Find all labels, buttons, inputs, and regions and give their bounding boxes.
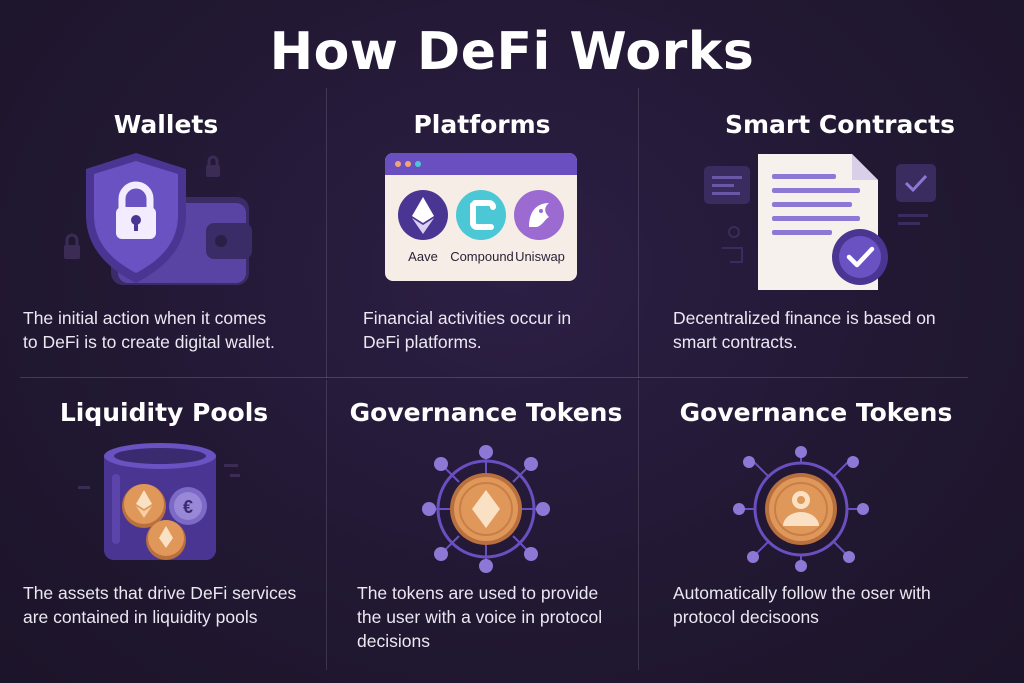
platform-label-uniswap: Uniswap <box>515 249 565 264</box>
browser-window-icon: Aave Compound Uniswap <box>385 153 579 287</box>
contract-document-icon <box>700 152 960 296</box>
shield-lock-wallet-icon <box>56 145 276 299</box>
description-line: decisions <box>357 631 430 651</box>
card-description: Automatically follow the oser with proto… <box>673 581 983 629</box>
column-divider <box>326 88 327 378</box>
description-line: The assets that drive DeFi services <box>23 583 297 603</box>
card-description: Financial activities occur in DeFi platf… <box>363 306 663 354</box>
card-description: The tokens are used to provide the user … <box>357 581 657 653</box>
description-line: The tokens are used to provide <box>357 583 599 603</box>
platform-label-compound: Compound <box>450 249 514 264</box>
column-divider <box>638 380 639 670</box>
description-line: are contained in liquidity pools <box>23 607 258 627</box>
card-heading: Liquidity Pools <box>59 398 269 427</box>
row-divider <box>20 377 968 378</box>
card-heading: Governance Tokens <box>679 398 953 427</box>
token-network-icon <box>421 444 551 578</box>
description-line: The initial action when it comes <box>23 308 267 328</box>
description-line: to DeFi is to create digital wallet. <box>23 332 275 352</box>
card-liquidity-pools: Liquidity Pools € The assets that drive … <box>4 0 324 683</box>
card-heading: Governance Tokens <box>349 398 623 427</box>
user-token-network-icon <box>731 444 871 578</box>
description-line: Automatically follow the oser with <box>673 583 931 603</box>
description-line: the user with a voice in protocol <box>357 607 603 627</box>
card-heading: Wallets <box>113 110 219 139</box>
description-line: protocol decisoons <box>673 607 819 627</box>
card-smart-contracts: Smart Contracts <box>673 0 1000 380</box>
card-governance-tokens: Governance Tokens The tokens are used to… <box>326 0 646 683</box>
column-divider <box>638 88 639 378</box>
card-description: The assets that drive DeFi services are … <box>23 581 323 629</box>
description-line: DeFi platforms. <box>363 332 482 352</box>
card-platforms: Platforms Aave Compound Uniswap Financia… <box>322 0 642 380</box>
description-line: smart contracts. <box>673 332 798 352</box>
card-wallets: Wallets The initial action wh <box>6 0 326 380</box>
platform-label-aave: Aave <box>408 249 438 264</box>
description-line: Decentralized finance is based on <box>673 308 936 328</box>
coin-jar-icon: € <box>74 434 254 578</box>
card-description: The initial action when it comes to DeFi… <box>23 306 323 354</box>
card-heading: Platforms <box>413 110 551 139</box>
page-title: How DeFi Works <box>269 22 755 82</box>
card-governance-tokens-user: Governance Tokens Automatica <box>656 0 976 683</box>
card-description: Decentralized finance is based on smart … <box>673 306 973 354</box>
svg-text:€: € <box>183 497 193 517</box>
description-line: Financial activities occur in <box>363 308 572 328</box>
card-heading: Smart Contracts <box>724 110 956 139</box>
column-divider <box>326 380 327 670</box>
